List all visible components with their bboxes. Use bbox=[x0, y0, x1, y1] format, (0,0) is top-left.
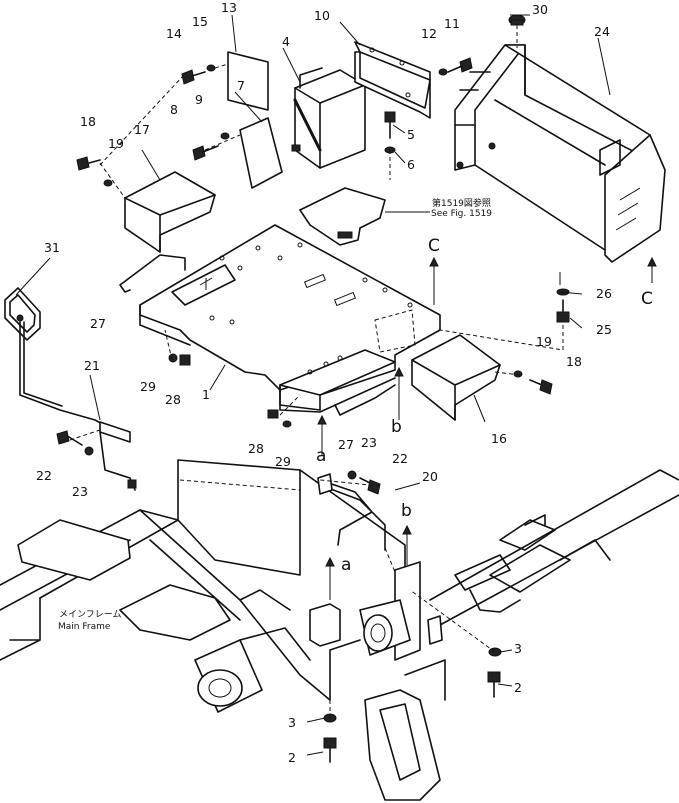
label-3-bottom: 3 bbox=[288, 715, 296, 730]
letter-c-top: C bbox=[428, 236, 440, 256]
label-24: 24 bbox=[594, 24, 610, 39]
main-frame-jp: メインフレーム bbox=[59, 609, 121, 620]
cap-30 bbox=[508, 14, 526, 48]
label-19-right: 19 bbox=[536, 334, 552, 349]
label-7: 7 bbox=[237, 78, 245, 93]
label-15: 15 bbox=[192, 14, 208, 29]
label-29-mid: 29 bbox=[275, 454, 291, 469]
bracket-10 bbox=[354, 41, 431, 119]
label-18-right: 18 bbox=[566, 354, 582, 369]
label-14: 14 bbox=[166, 26, 182, 41]
label-28-mid: 28 bbox=[248, 441, 264, 456]
handle-27-right bbox=[334, 384, 396, 416]
letter-c-right: C bbox=[641, 289, 653, 309]
label-16: 16 bbox=[491, 431, 507, 446]
main-frame-en: Main Frame bbox=[58, 622, 111, 632]
leader-lines bbox=[15, 14, 657, 756]
label-6: 6 bbox=[407, 157, 415, 172]
main-frame bbox=[0, 459, 679, 801]
fasteners bbox=[56, 57, 570, 763]
label-25: 25 bbox=[596, 322, 612, 337]
label-23-mid: 23 bbox=[361, 435, 377, 450]
control-box bbox=[291, 67, 366, 169]
letter-a-upper: a bbox=[316, 446, 326, 466]
label-1: 1 bbox=[202, 387, 210, 402]
floor-plate bbox=[139, 224, 441, 413]
label-10: 10 bbox=[314, 8, 330, 23]
label-29-left: 29 bbox=[140, 379, 156, 394]
label-19-left: 19 bbox=[108, 136, 124, 151]
step-cover-17 bbox=[124, 171, 216, 253]
label-5: 5 bbox=[407, 127, 415, 142]
label-20: 20 bbox=[422, 469, 438, 484]
label-31: 31 bbox=[44, 240, 60, 255]
label-21: 21 bbox=[84, 358, 100, 373]
letter-b-upper: b bbox=[391, 417, 402, 437]
small-bracket bbox=[317, 473, 333, 495]
fig-ref-en: See Fig. 1519 bbox=[431, 209, 492, 219]
guard-24 bbox=[454, 44, 666, 263]
label-22-mid: 22 bbox=[392, 451, 408, 466]
label-13: 13 bbox=[221, 0, 237, 15]
letter-a-lower: a bbox=[341, 555, 351, 575]
label-4: 4 bbox=[282, 34, 290, 49]
cover-plate-13 bbox=[227, 51, 269, 111]
notes: 第1519図参照 See Fig. 1519 メインフレーム Main Fram… bbox=[58, 197, 492, 632]
label-12: 12 bbox=[421, 26, 437, 41]
label-8: 8 bbox=[170, 102, 178, 117]
handle-27-left bbox=[119, 254, 186, 293]
label-28-left: 28 bbox=[165, 392, 181, 407]
label-27-right: 27 bbox=[338, 437, 354, 452]
label-26: 26 bbox=[596, 286, 612, 301]
step-cover-16 bbox=[411, 334, 501, 421]
sheet-fig1519 bbox=[299, 187, 430, 246]
label-2-right: 2 bbox=[514, 680, 522, 695]
fig-ref-jp: 第1519図参照 bbox=[432, 197, 491, 209]
label-18-left: 18 bbox=[80, 114, 96, 129]
label-3-right: 3 bbox=[514, 641, 522, 656]
label-11: 11 bbox=[444, 16, 460, 31]
cover-plate-7 bbox=[239, 117, 283, 189]
handrail-20 bbox=[319, 479, 386, 551]
label-27-left: 27 bbox=[90, 316, 106, 331]
connection-letters: C C b a b a bbox=[316, 236, 653, 575]
label-9: 9 bbox=[195, 92, 203, 107]
label-2-bottom: 2 bbox=[288, 750, 296, 765]
letter-b-lower: b bbox=[401, 501, 412, 521]
label-30: 30 bbox=[532, 2, 548, 17]
label-23-left: 23 bbox=[72, 484, 88, 499]
mirror-assembly bbox=[4, 287, 137, 491]
part-labels: 30 24 13 10 15 14 4 12 11 7 9 8 5 6 18 1… bbox=[36, 0, 612, 765]
label-22-left: 22 bbox=[36, 468, 52, 483]
label-17: 17 bbox=[134, 122, 150, 137]
assembly-lines bbox=[69, 63, 564, 718]
